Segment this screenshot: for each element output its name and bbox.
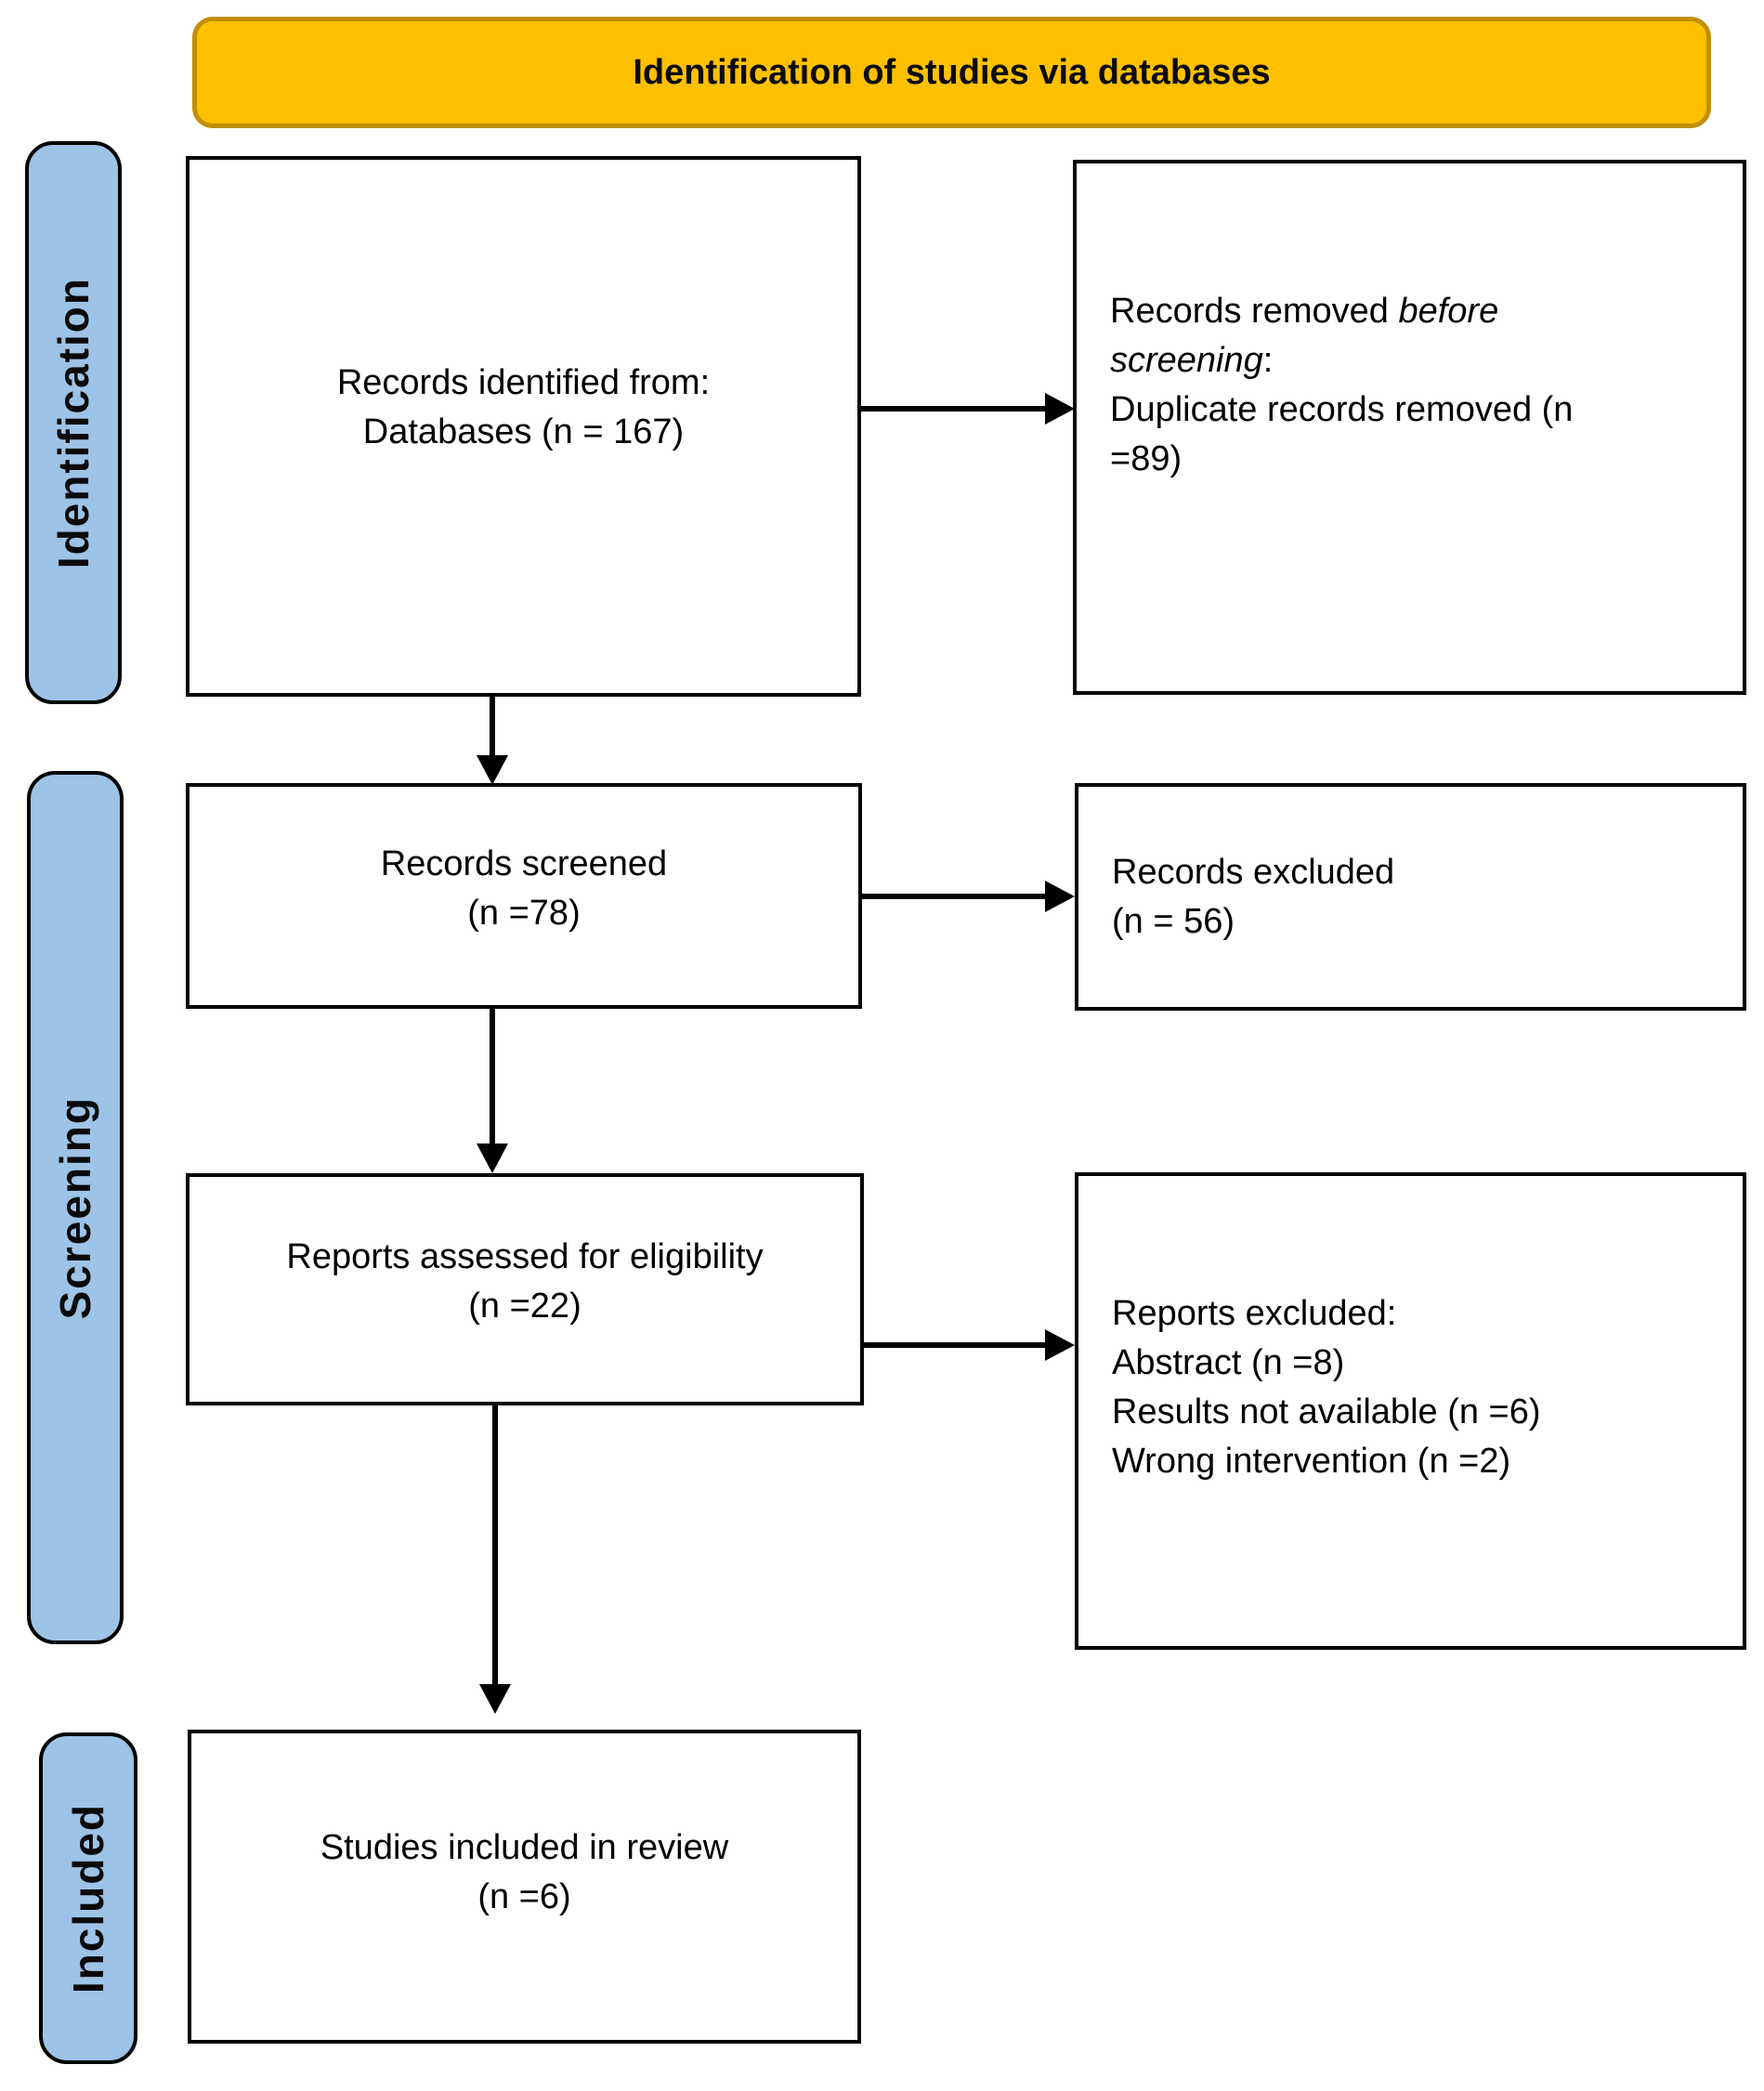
- text-line: Abstract (n =8): [1112, 1343, 1345, 1382]
- box-studies-included-text: Studies included in review (n =6): [191, 1823, 857, 1922]
- box-records-identified: Records identified from: Databases (n = …: [186, 156, 861, 697]
- box-reports-excluded-text: Reports excluded: Abstract (n =8) Result…: [1078, 1289, 1743, 1486]
- box-records-removed-before-screening: Records removed before screening: Duplic…: [1073, 160, 1746, 695]
- text-line: (n =22): [468, 1287, 581, 1326]
- banner-title: Identification of studies via databases: [633, 52, 1271, 92]
- box-records-removed-text: Records removed before screening: Duplic…: [1077, 287, 1743, 484]
- text-line: (n = 56): [1112, 901, 1235, 941]
- arrowhead-right-screened-to-excluded: [1045, 881, 1075, 912]
- arrowhead-right-identified-to-removed: [1045, 393, 1075, 425]
- text-line: Records screened: [380, 843, 668, 883]
- stage-label-included: Included: [39, 1732, 137, 2064]
- text-line: Studies included in review: [320, 1828, 729, 1867]
- arrow-line-identified-to-removed: [861, 406, 1045, 412]
- text-line: =89): [1110, 439, 1183, 478]
- text-line: Duplicate records removed (n: [1110, 390, 1574, 429]
- arrow-line-screened-to-assessed: [490, 1008, 495, 1144]
- box-reports-assessed: Reports assessed for eligibility (n =22): [186, 1173, 864, 1405]
- text-line: Records excluded: [1112, 852, 1395, 892]
- text-line: Reports assessed for eligibility: [286, 1237, 764, 1276]
- arrowhead-down-screened-to-assessed: [477, 1144, 508, 1173]
- stage-label-identification: Identification: [25, 141, 122, 704]
- arrow-line-assessed-to-reports-excluded: [864, 1342, 1045, 1348]
- box-records-excluded: Records excluded (n = 56): [1075, 783, 1746, 1011]
- arrow-line-assessed-to-included: [492, 1405, 498, 1684]
- box-records-excluded-text: Records excluded (n = 56): [1078, 848, 1743, 947]
- stage-label-screening-text: Screening: [51, 1095, 99, 1320]
- box-records-screened-text: Records screened (n =78): [189, 840, 858, 938]
- box-records-screened: Records screened (n =78): [186, 783, 862, 1009]
- text-line: Reports excluded:: [1112, 1294, 1397, 1333]
- text-line: screening:: [1110, 341, 1274, 380]
- text-line: Wrong intervention (n =2): [1112, 1442, 1511, 1481]
- box-studies-included: Studies included in review (n =6): [188, 1730, 861, 2044]
- stage-label-included-text: Included: [64, 1802, 112, 1994]
- arrowhead-down-assessed-to-included: [479, 1684, 511, 1714]
- box-reports-excluded: Reports excluded: Abstract (n =8) Result…: [1075, 1172, 1746, 1650]
- text-line: Records removed before: [1110, 292, 1499, 331]
- stage-label-identification-text: Identification: [49, 276, 98, 569]
- box-reports-assessed-text: Reports assessed for eligibility (n =22): [189, 1233, 860, 1331]
- text-line: (n =78): [467, 893, 581, 933]
- text-line: Databases (n = 167): [362, 412, 685, 451]
- arrow-line-screened-to-excluded: [862, 894, 1045, 899]
- banner-identification-via-databases: Identification of studies via databases: [192, 17, 1711, 128]
- arrowhead-right-assessed-to-reports-excluded: [1045, 1329, 1075, 1361]
- arrow-line-identified-to-screened: [490, 697, 495, 757]
- text-line: Results not available (n =6): [1112, 1392, 1541, 1431]
- text-line: (n =6): [477, 1877, 571, 1916]
- text-line: Records identified from:: [336, 363, 711, 402]
- arrowhead-down-identified-to-screened: [477, 755, 508, 785]
- stage-label-screening: Screening: [27, 771, 124, 1644]
- box-records-identified-text: Records identified from: Databases (n = …: [189, 359, 857, 457]
